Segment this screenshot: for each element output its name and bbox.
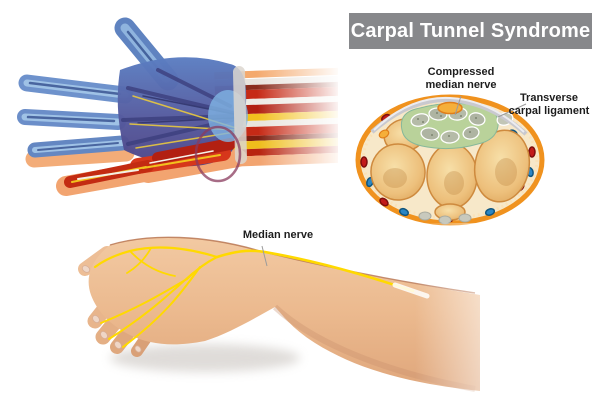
hand-anatomy-illustration <box>17 17 338 196</box>
tendon-speckles <box>417 112 477 137</box>
wrist-ligament-band <box>233 66 247 164</box>
label-compressed-median-nerve: Compressed median nerve <box>425 66 497 91</box>
fingernails <box>81 265 142 353</box>
label-transverse-carpal-ligament: Transverse carpal ligament <box>508 92 590 117</box>
arm-fade <box>415 223 545 400</box>
transverse-carpal-ligament <box>370 97 528 136</box>
hand-shadow <box>110 344 300 372</box>
title-banner: Carpal Tunnel Syndrome <box>349 13 592 49</box>
arm-median-nerve-illustration <box>78 223 545 400</box>
carpal-tunnel-outline <box>194 125 242 183</box>
extensor-tendons <box>418 211 472 225</box>
ulnar-nerve <box>378 129 390 139</box>
arm-body <box>88 237 480 391</box>
forearm-tissue-stripes <box>214 60 338 174</box>
page-title: Carpal Tunnel Syndrome <box>350 19 591 42</box>
skin-ring-lattice <box>361 100 539 220</box>
median-nerve-path <box>93 246 415 348</box>
finger-tendons <box>17 74 134 158</box>
bone-shading <box>383 158 517 195</box>
hand-muscles <box>64 138 236 188</box>
label-median-nerve: Median nerve <box>242 229 314 241</box>
compressed-median-nerve <box>437 101 463 115</box>
